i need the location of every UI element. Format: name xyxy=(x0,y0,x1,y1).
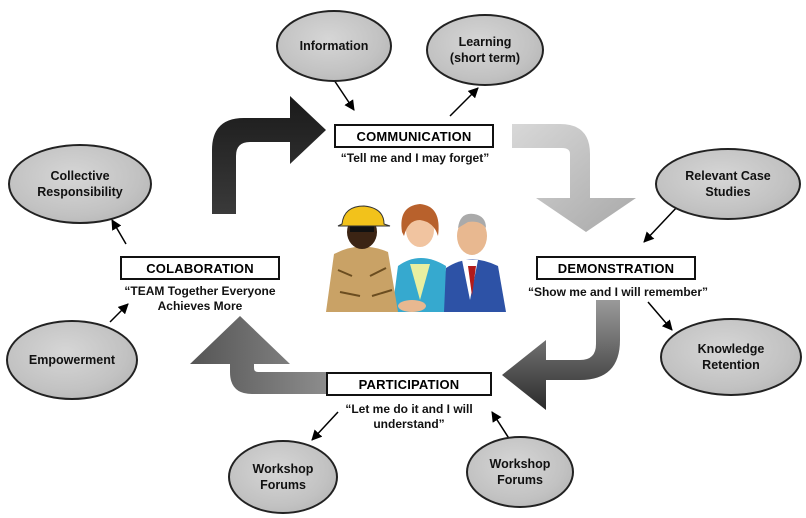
demonstration-caption: “Show me and I will remember” xyxy=(527,285,709,299)
empowerment-oval: Empowerment xyxy=(6,320,138,400)
cycle-arrow-demonstration-to-participation xyxy=(502,300,620,410)
demonstration-title: DEMONSTRATION xyxy=(557,260,675,276)
connector-empowerment-to-colaboration xyxy=(109,303,129,323)
connector-workshop-right-to-participation xyxy=(491,411,511,441)
workshop-forums-left-oval: Workshop Forums xyxy=(228,440,338,514)
information-oval: Information xyxy=(276,10,392,82)
colaboration-stage-box: COLABORATION xyxy=(120,256,280,280)
relevant-case-studies-oval: Relevant Case Studies xyxy=(655,148,801,220)
participation-title: PARTICIPATION xyxy=(358,376,460,392)
cycle-arrow-participation-to-colaboration xyxy=(190,316,326,394)
colaboration-caption: “TEAM Together Everyone Achieves More xyxy=(124,284,276,313)
connector-colaboration-to-collective xyxy=(111,219,127,245)
connector-participation-to-workshop-left xyxy=(311,411,339,441)
connector-communication-to-learning xyxy=(449,87,479,117)
communication-stage-box: COMMUNICATION xyxy=(334,124,494,148)
knowledge-retention-oval: Knowledge Retention xyxy=(660,318,802,396)
cycle-arrow-colaboration-to-communication xyxy=(212,96,326,214)
cycle-arrow-communication-to-demonstration xyxy=(512,124,636,232)
participation-caption: “Let me do it and I will understand” xyxy=(345,402,473,431)
connector-case-studies-to-demonstration xyxy=(643,205,679,243)
colaboration-title: COLABORATION xyxy=(146,260,254,276)
communication-title: COMMUNICATION xyxy=(356,128,472,144)
workshop-forums-right-oval: Workshop Forums xyxy=(466,436,574,508)
communication-caption: “Tell me and I may forget” xyxy=(340,151,490,165)
learning-oval: Learning (short term) xyxy=(426,14,544,86)
participation-stage-box: PARTICIPATION xyxy=(326,372,492,396)
connector-demonstration-to-knowledge xyxy=(647,301,673,331)
team-people-clipart xyxy=(326,204,506,312)
demonstration-stage-box: DEMONSTRATION xyxy=(536,256,696,280)
connector-information-to-communication xyxy=(333,79,355,111)
collective-responsibility-oval: Collective Responsibility xyxy=(8,144,152,224)
